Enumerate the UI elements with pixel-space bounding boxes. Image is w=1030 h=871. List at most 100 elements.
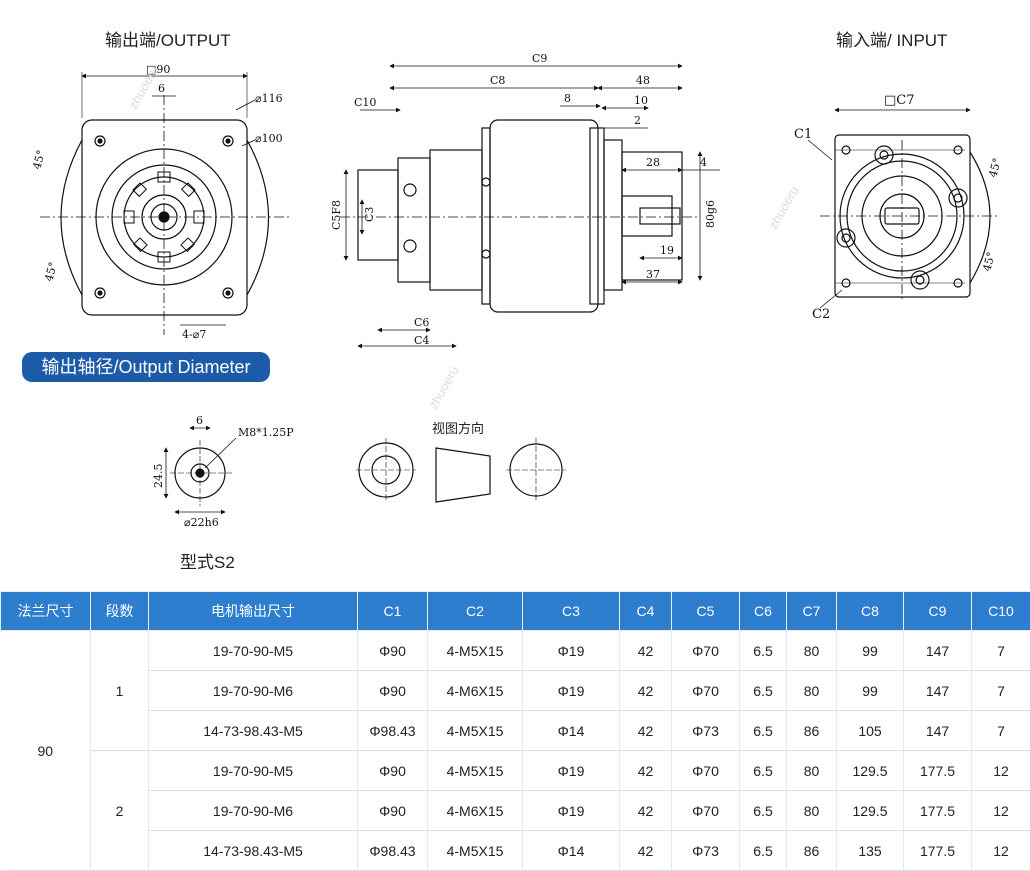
- dim-19: 19: [660, 244, 674, 257]
- table-cell: 129.5: [837, 791, 904, 831]
- table-cell: 6.5: [740, 631, 787, 671]
- dim-square-c7: □C7: [884, 93, 915, 108]
- table-cell: 177.5: [904, 791, 972, 831]
- table-cell: 19-70-90-M6: [149, 671, 358, 711]
- dim-4: 4: [700, 156, 707, 169]
- dim-c1: C1: [794, 127, 812, 142]
- table-cell: 12: [972, 751, 1030, 791]
- dim-angle-bottom: 45°: [42, 261, 60, 283]
- column-header: C5: [672, 592, 740, 631]
- table-cell: 6.5: [740, 791, 787, 831]
- table-cell: 105: [837, 711, 904, 751]
- dim-c4: C4: [414, 334, 429, 347]
- dim-input-angle-top: 45°: [986, 157, 1004, 179]
- technical-drawing: 输出端/OUTPUT 输入端/ INPUT 输出轴径/Output Diamet…: [0, 0, 1030, 590]
- dim-shaft-diameter: ⌀22h6: [184, 516, 219, 529]
- table-cell: 12: [972, 791, 1030, 831]
- table-cell: Φ98.43: [358, 831, 428, 871]
- table-cell: 135: [837, 831, 904, 871]
- table-cell: 6.5: [740, 671, 787, 711]
- dim-80g6: 80g6: [704, 200, 717, 228]
- table-cell: 129.5: [837, 751, 904, 791]
- table-cell: 7: [972, 671, 1030, 711]
- dim-d116: ⌀116: [255, 92, 283, 105]
- table-cell: Φ70: [672, 751, 740, 791]
- table-cell: Φ19: [523, 751, 620, 791]
- dim-c2: C2: [812, 307, 830, 322]
- table-cell: 14-73-98.43-M5: [149, 831, 358, 871]
- dim-shaft-height: 24.5: [152, 464, 165, 489]
- drawing-canvas: □90 6 ⌀116 ⌀100 45° 45° 4-⌀7 C9 C8 48 C1…: [0, 0, 1030, 590]
- table-cell: 14-73-98.43-M5: [149, 711, 358, 751]
- stage-cell: 2: [91, 751, 149, 871]
- column-header: C9: [904, 592, 972, 631]
- column-header: C4: [620, 592, 672, 631]
- dim-c6: C6: [414, 316, 429, 329]
- dim-square-90: □90: [146, 63, 170, 76]
- table-cell: 19-70-90-M6: [149, 791, 358, 831]
- table-cell: 42: [620, 671, 672, 711]
- dim-48: 48: [636, 74, 650, 87]
- table-cell: 177.5: [904, 831, 972, 871]
- table-cell: Φ90: [358, 631, 428, 671]
- table-cell: 86: [787, 831, 837, 871]
- view-direction-shapes: [356, 438, 566, 502]
- side-view: [340, 66, 720, 346]
- flange-size-cell: 90: [1, 631, 91, 871]
- table-cell: Φ73: [672, 711, 740, 751]
- column-header: 电机输出尺寸: [149, 592, 358, 631]
- table-cell: 177.5: [904, 751, 972, 791]
- table-cell: 4-M5X15: [428, 711, 523, 751]
- table-cell: 4-M5X15: [428, 751, 523, 791]
- column-header: C10: [972, 592, 1030, 631]
- stage-cell: 1: [91, 631, 149, 751]
- table-cell: 42: [620, 631, 672, 671]
- table-cell: 80: [787, 631, 837, 671]
- table-cell: 147: [904, 671, 972, 711]
- dim-input-angle-bottom: 45°: [980, 251, 998, 273]
- dim-d100: ⌀100: [255, 132, 283, 145]
- table-cell: 42: [620, 831, 672, 871]
- table-cell: 4-M6X15: [428, 791, 523, 831]
- table-cell: 42: [620, 711, 672, 751]
- table-cell: Φ70: [672, 671, 740, 711]
- table-cell: 19-70-90-M5: [149, 631, 358, 671]
- table-cell: 80: [787, 671, 837, 711]
- shaft-detail: [166, 428, 236, 512]
- dim-angle-top: 45°: [30, 149, 48, 171]
- table-cell: Φ70: [672, 631, 740, 671]
- table-cell: Φ73: [672, 831, 740, 871]
- table-cell: 99: [837, 631, 904, 671]
- table-cell: 6.5: [740, 831, 787, 871]
- table-cell: 7: [972, 631, 1030, 671]
- table-cell: 42: [620, 791, 672, 831]
- dim-10: 10: [634, 94, 648, 107]
- table-cell: 147: [904, 711, 972, 751]
- column-header: C3: [523, 592, 620, 631]
- dim-28: 28: [646, 156, 660, 169]
- table-cell: 80: [787, 751, 837, 791]
- table-cell: 4-M5X15: [428, 831, 523, 871]
- dim-thread: M8*1.25P: [238, 426, 294, 439]
- table-cell: 80: [787, 791, 837, 831]
- column-header: C6: [740, 592, 787, 631]
- column-header: C8: [837, 592, 904, 631]
- dim-c5: C5F8: [330, 200, 343, 230]
- table-cell: Φ19: [523, 671, 620, 711]
- table-cell: 6.5: [740, 711, 787, 751]
- table-cell: 99: [837, 671, 904, 711]
- dim-c8: C8: [490, 74, 505, 87]
- table-cell: 86: [787, 711, 837, 751]
- column-header: C2: [428, 592, 523, 631]
- table-cell: 42: [620, 751, 672, 791]
- table-cell: 19-70-90-M5: [149, 751, 358, 791]
- dim-output-six: 6: [158, 82, 165, 95]
- dim-c10: C10: [354, 96, 376, 109]
- table-cell: 7: [972, 711, 1030, 751]
